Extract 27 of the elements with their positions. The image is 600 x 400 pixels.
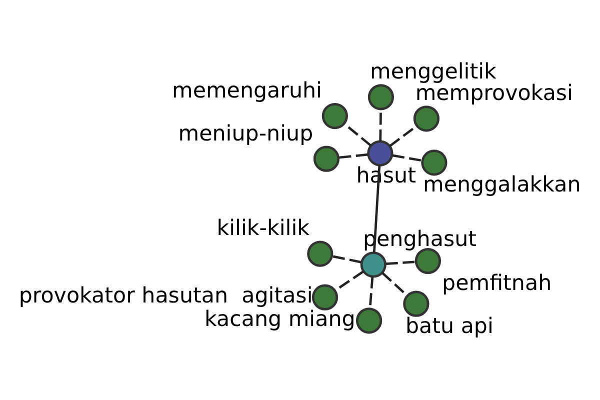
node-circle	[313, 145, 340, 172]
node-label: menggalakkan	[423, 172, 581, 198]
node-label: batu api	[405, 313, 494, 338]
node-circle	[368, 84, 394, 110]
connector	[344, 122, 372, 146]
connector	[372, 164, 381, 252]
node-circle	[322, 102, 348, 129]
node-circle	[312, 284, 338, 310]
node-circle	[360, 251, 386, 278]
connector	[338, 152, 368, 158]
node-label: pemfitnah	[442, 270, 552, 296]
node-circle	[367, 140, 394, 166]
node-label: kacang miang	[204, 306, 356, 332]
node-label: kilik-kilik	[216, 216, 310, 241]
connector	[386, 260, 416, 264]
node-label: menggelitik	[370, 59, 496, 84]
node-circle	[403, 290, 430, 316]
node-circle	[413, 105, 440, 132]
connector	[332, 254, 362, 263]
connector	[392, 154, 423, 162]
node-circle	[307, 240, 334, 266]
node-label: provokator hasutan agitasi	[18, 283, 313, 308]
node-circle	[421, 149, 448, 176]
connector	[334, 270, 364, 291]
node-label: memengaruhi	[172, 78, 322, 103]
node-label: meniup-niup	[178, 120, 314, 146]
node-circle	[356, 307, 382, 334]
